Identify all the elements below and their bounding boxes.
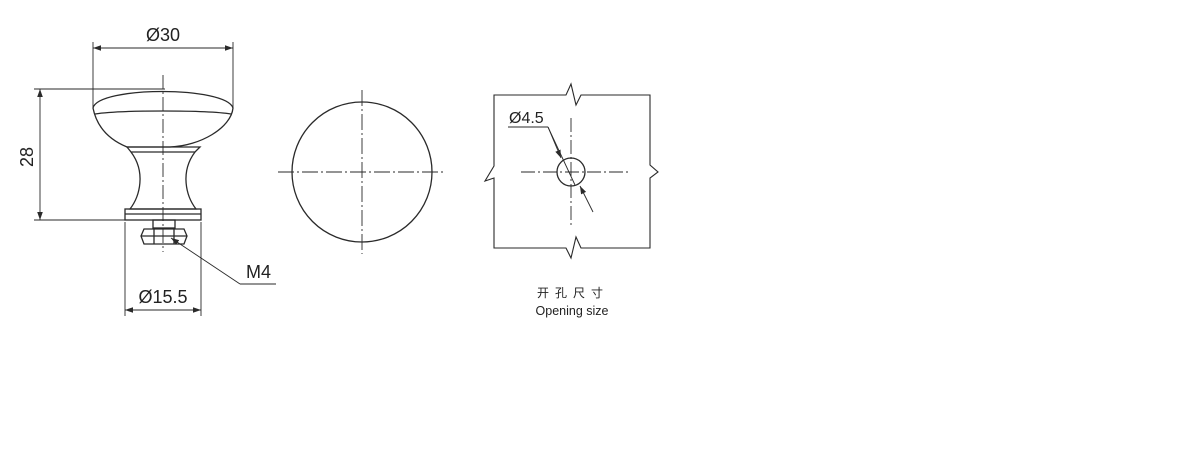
- opening-caption-en: Opening size: [536, 304, 609, 318]
- base-diameter-label: Ø15.5: [138, 287, 187, 307]
- screw-shank: [152, 219, 176, 229]
- knob-head-band: [94, 110, 232, 115]
- diameter-label: Ø30: [146, 25, 180, 45]
- panel-outline: [483, 82, 659, 260]
- opening-view: [483, 82, 659, 260]
- side-view: [34, 42, 276, 316]
- top-view: [278, 90, 446, 254]
- height-label: 28: [17, 147, 37, 167]
- thread-label: M4: [246, 262, 271, 282]
- knob-head: [92, 90, 234, 148]
- opening-caption-cn: 开孔尺寸: [537, 286, 609, 300]
- knob-collar: [125, 146, 202, 153]
- hole-label: Ø4.5: [509, 110, 544, 127]
